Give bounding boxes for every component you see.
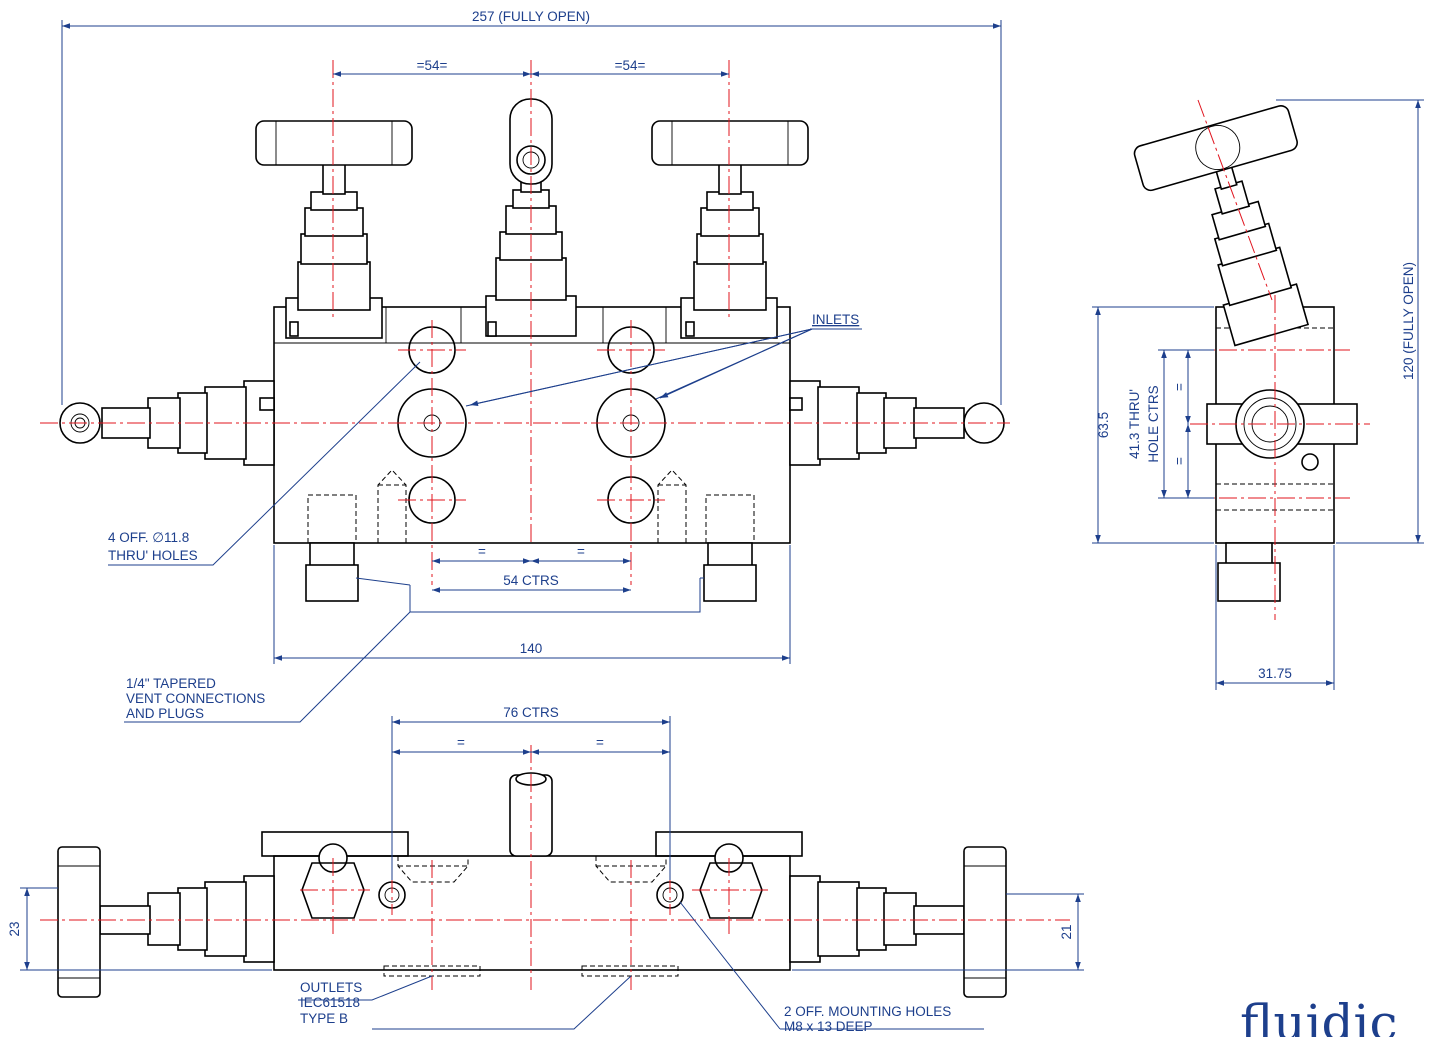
dim-overall-height: 120 (FULLY OPEN) [1401,262,1416,380]
dim-right-half: =54= [615,58,646,73]
dim-hole-ctrs-2: HOLE CTRS [1146,385,1161,462]
label-outlets-1: OUTLETS [300,980,362,995]
label-vent-3: AND PLUGS [126,706,204,721]
label-inlets: INLETS [812,312,859,327]
dim-inlet-ctrs: 54 CTRS [503,573,559,588]
side-elevation-view: 63.5 41.3 THRU' HOLE CTRS = = 120 (FULLY… [1092,99,1424,690]
dim-left-half: =54= [417,58,448,73]
label-thru-holes-1: 4 OFF. ∅11.8 [108,530,189,545]
dim-eq-lower: = [1172,457,1187,465]
dim-hole-ctrs-1: 41.3 THRU' [1127,389,1142,459]
brand-logo: fluidic [1240,994,1398,1037]
vent-plug-right [703,494,757,602]
manifold-body [273,306,791,544]
dim-mount-ctrs: 76 CTRS [503,705,559,720]
dim-body-height: 63.5 [1096,412,1111,438]
dim-side-width: 31.75 [1258,666,1292,681]
dim-overall-width: 257 (FULLY OPEN) [472,9,590,24]
label-outlets-2: IEC61518 [300,995,360,1010]
label-thru-holes-2: THRU' HOLES [108,548,198,563]
label-vent-1: 1/4" TAPERED [126,676,216,691]
equalizing-valve [485,98,577,337]
plan-body [273,855,791,971]
label-vent-2: VENT CONNECTIONS [126,691,265,706]
label-mount-2: M8 x 13 DEEP [784,1019,873,1034]
plan-left-valve [57,846,275,998]
vent-plug-left [305,494,359,602]
dim-body-width: 140 [520,641,543,656]
dim-plan-eq-left: = [457,735,465,750]
dim-left-height: 23 [7,921,22,936]
plan-view: 76 CTRS = = 23 21 OUTLETS IEC61518 TYPE … [7,705,1084,1034]
plan-right-valve [789,846,1007,998]
dim-eq-left: = [478,544,486,559]
label-outlets-3: TYPE B [300,1011,348,1026]
dim-plan-eq-right: = [596,735,604,750]
dim-right-height: 21 [1059,924,1074,939]
right-isolation-valve [651,120,809,339]
left-isolation-valve [255,120,413,339]
dim-eq-upper: = [1172,383,1187,391]
side-valve-stem [1133,105,1310,347]
front-elevation-view: 257 (FULLY OPEN) =54= =54= = = 54 CTRS 1… [40,9,1010,723]
label-mount-1: 2 OFF. MOUNTING HOLES [784,1004,951,1019]
dim-eq-right: = [577,544,585,559]
